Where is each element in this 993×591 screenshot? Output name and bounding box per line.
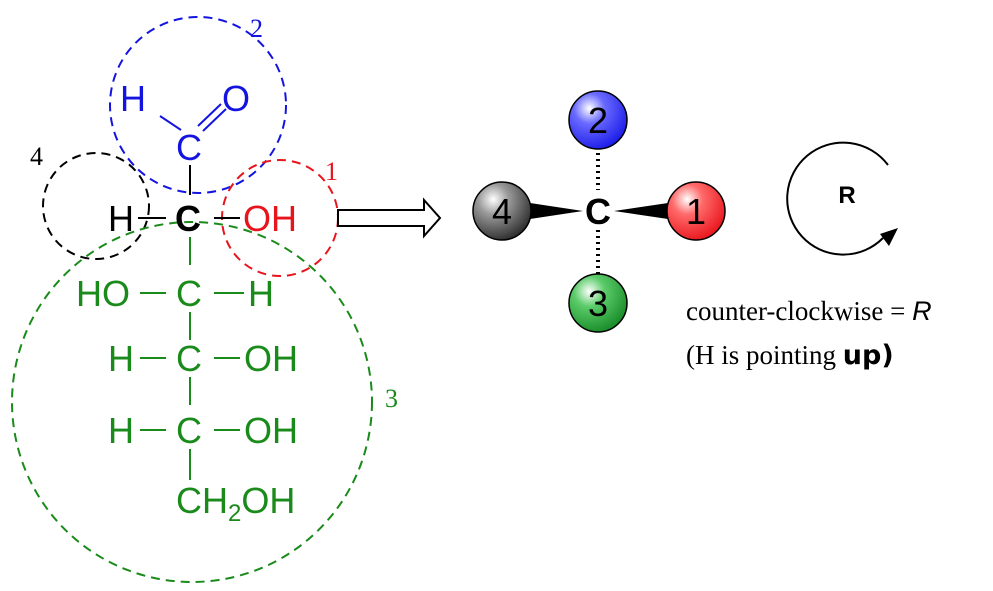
rotation-arrowhead-icon — [880, 228, 898, 246]
group-circle-3 — [11, 221, 373, 583]
center-carbon: C — [585, 191, 611, 232]
bond-co-double-a — [202, 108, 227, 132]
c6-oh: OH — [241, 480, 295, 521]
ball-4-label: 4 — [492, 191, 512, 232]
ball-2-label: 2 — [588, 100, 608, 141]
caption-line-2: (H is pointing up) — [686, 340, 894, 371]
c4-right: OH — [244, 338, 298, 379]
c3-left: HO — [76, 273, 130, 314]
c2-h: H — [108, 198, 134, 239]
group-circle-2 — [109, 16, 287, 194]
c5-c: C — [176, 410, 202, 451]
c3-right: H — [248, 273, 274, 314]
ball-1-label: 1 — [686, 191, 706, 232]
c6-ch: CH — [176, 480, 228, 521]
circle-label-3: 3 — [385, 384, 398, 413]
group-circle-4 — [42, 152, 150, 260]
c4-c: C — [176, 338, 202, 379]
c5-right: OH — [244, 410, 298, 451]
ball-2 — [568, 90, 628, 150]
c4-left: H — [108, 338, 134, 379]
circle-label-4: 4 — [30, 142, 43, 171]
caption-line-2-bold: up) — [842, 340, 894, 371]
c3-c: C — [176, 273, 202, 314]
aldehyde-c: C — [176, 127, 202, 168]
caption-line-1-text: counter-clockwise = — [686, 296, 913, 326]
c6-ch2oh: CH2OH — [176, 480, 295, 527]
c6-subscript: 2 — [228, 500, 241, 527]
caption-line-1-italic: R — [912, 296, 932, 326]
c2-c: C — [175, 198, 201, 239]
bond-co-double-b — [197, 103, 222, 127]
bond-ch-aldehyde — [159, 115, 182, 131]
ball-4 — [472, 181, 532, 241]
circle-label-1: 1 — [325, 157, 338, 186]
caption-line-2-text: (H is pointing — [686, 340, 843, 370]
rotation-arc — [786, 141, 889, 256]
wedge-bond-right — [614, 203, 668, 219]
ball-3-label: 3 — [588, 283, 608, 324]
hollow-arrow — [337, 197, 442, 239]
circle-label-2: 2 — [250, 14, 263, 43]
caption-line-1: counter-clockwise = R — [686, 296, 932, 327]
wedge-bond-left — [530, 203, 583, 219]
c2-oh: OH — [243, 198, 297, 239]
aldehyde-h: H — [120, 78, 146, 119]
aldehyde-o: O — [222, 78, 250, 119]
rotation-label: R — [838, 182, 855, 209]
ball-3 — [568, 273, 628, 333]
ball-1 — [666, 181, 726, 241]
c5-left: H — [108, 410, 134, 451]
